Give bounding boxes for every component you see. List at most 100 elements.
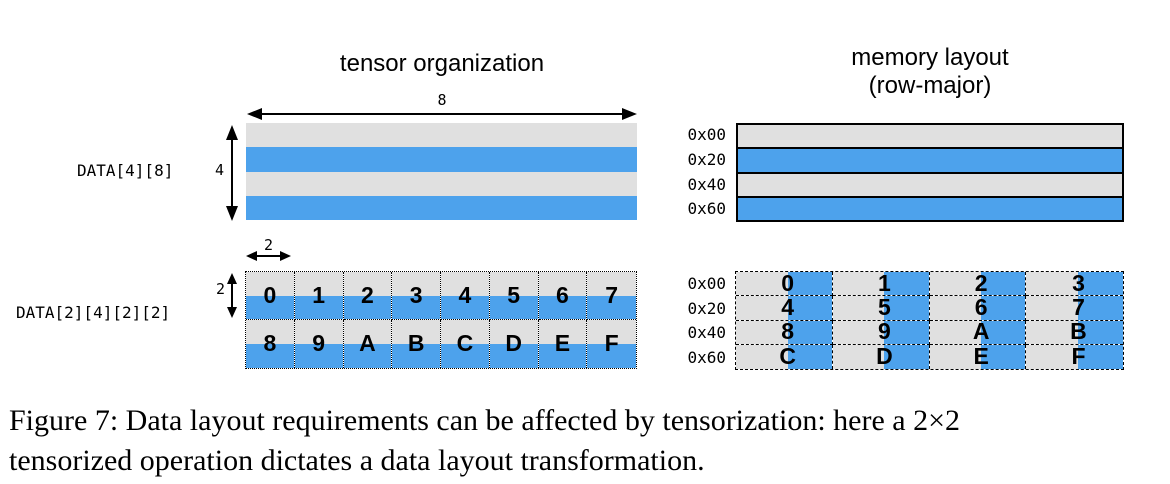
- block-index-label: C: [456, 329, 474, 356]
- arrowhead-up-icon: [226, 125, 238, 140]
- block-index-label: 4: [781, 293, 795, 320]
- block-blue-half: [787, 344, 832, 369]
- memory2-block-cell: D: [832, 342, 930, 369]
- memory2-block-cell: 3: [1026, 269, 1123, 297]
- block-blue-half: [246, 344, 294, 368]
- block-blue-half: [392, 344, 440, 368]
- memory2-block-cell: 4: [736, 293, 833, 321]
- block-index-label: 4: [458, 281, 472, 308]
- block-index-label: 9: [312, 329, 326, 356]
- block-index-label: 8: [263, 329, 277, 356]
- arrowhead-right-icon: [280, 251, 291, 261]
- block-index-label: D: [876, 342, 893, 369]
- block-height-arrow: [226, 273, 238, 318]
- block-index-label: 6: [974, 293, 988, 320]
- memory1-row-gray: [738, 173, 1122, 198]
- block-index-label: B: [1070, 318, 1087, 345]
- block-index-label: 3: [1072, 269, 1085, 296]
- tensor1-row-blue: [246, 147, 637, 172]
- block-blue-half: [787, 296, 832, 320]
- tensor2-block-cell: 9: [294, 320, 344, 368]
- block-index-label: E: [973, 342, 989, 369]
- block-blue-half: [1078, 320, 1123, 344]
- block-blue-half: [538, 295, 587, 319]
- block-index-label: F: [1071, 342, 1086, 369]
- block-index-label: D: [505, 329, 522, 356]
- block-index-label: 0: [781, 269, 795, 296]
- block-gray-half: [832, 272, 885, 296]
- block-index-label: 3: [409, 281, 423, 308]
- block-blue-half: [392, 295, 440, 319]
- memory2-block-cell: F: [1026, 342, 1123, 369]
- block-gray-half: [392, 272, 440, 296]
- address-label: 0x40: [687, 323, 726, 342]
- block-blue-half: [343, 344, 392, 368]
- block-blue-half: [294, 344, 343, 368]
- tensor1-grid: [246, 123, 637, 220]
- block-blue-half: [1078, 296, 1123, 320]
- block-gray-half: [538, 272, 587, 296]
- address-label: 0x00: [687, 125, 726, 144]
- block-gray-half: [736, 296, 788, 320]
- address-label: 0x20: [687, 299, 726, 318]
- block-gray-half: [489, 272, 538, 296]
- memory2-block-cell: 8: [736, 318, 833, 345]
- width-dimension-label: 8: [437, 91, 447, 109]
- block-blue-half: [787, 320, 832, 344]
- block-gray-half: [587, 320, 636, 344]
- tensor2-block-cell: 7: [587, 272, 636, 320]
- tensor2-block-cell: B: [392, 320, 441, 368]
- memory2-block-cell: A: [929, 318, 1027, 345]
- block-gray-half: [246, 272, 294, 296]
- memory2-block-cell: 7: [1026, 294, 1123, 321]
- block-height-dimension-label: 2: [215, 280, 225, 298]
- block-index-label: E: [554, 329, 571, 356]
- memory2-block-cell: 2: [929, 270, 1027, 297]
- block-index-label: A: [972, 318, 990, 345]
- figure-caption-line2: tensorized operation dictates a data lay…: [9, 444, 705, 477]
- block-index-label: 0: [263, 281, 277, 308]
- block-gray-half: [832, 320, 885, 344]
- tensor2-block-cell: 0: [246, 272, 295, 320]
- tensor2-block-cell: 8: [246, 320, 295, 368]
- block-index-label: 9: [878, 318, 891, 345]
- tensor2-block-cell: E: [538, 320, 588, 368]
- block-gray-half: [343, 272, 392, 296]
- tensor1-row-blue: [246, 195, 637, 220]
- block-index-label: 5: [878, 293, 891, 320]
- block-gray-half: [587, 272, 636, 296]
- arrowhead-right-icon: [622, 108, 637, 120]
- memory2-block-cell: 9: [832, 318, 930, 345]
- address-label: 0x20: [687, 150, 726, 169]
- block-gray-half: [294, 320, 343, 344]
- memory2-block-cell: C: [736, 342, 833, 369]
- tensor2-block-cell: 1: [294, 272, 344, 320]
- block-index-label: B: [407, 329, 425, 356]
- address-label: 0x00: [687, 274, 726, 293]
- tensor2-block-cell: 3: [392, 272, 441, 320]
- block-gray-half: [929, 320, 982, 344]
- block-blue-half: [884, 320, 929, 344]
- arrowhead-up-icon: [227, 273, 237, 284]
- block-index-label: C: [779, 342, 797, 369]
- block-blue-half: [343, 295, 392, 319]
- memory2-block-cell: 0: [736, 269, 833, 297]
- memory2-block-cell: 1: [832, 270, 930, 297]
- width-arrow: [247, 108, 637, 120]
- memory2-block-cell: B: [1026, 318, 1123, 345]
- arrowhead-left-icon: [247, 108, 262, 120]
- memory2-block-cell: E: [929, 342, 1027, 369]
- arrowhead-down-icon: [226, 206, 238, 221]
- block-gray-half: [441, 272, 489, 296]
- block-blue-half: [489, 295, 538, 319]
- block-gray-half: [392, 320, 440, 344]
- address-label: 0x60: [687, 199, 726, 218]
- block-index-label: 5: [507, 281, 521, 308]
- block-gray-half: [343, 320, 392, 344]
- tensor2-label: DATA[2][4][2][2]: [16, 303, 171, 322]
- tensor2-block-cell: F: [587, 320, 636, 368]
- figure-caption-line1: Figure 7: Data layout requirements can b…: [9, 404, 961, 437]
- memory1-row-blue: [738, 149, 1122, 174]
